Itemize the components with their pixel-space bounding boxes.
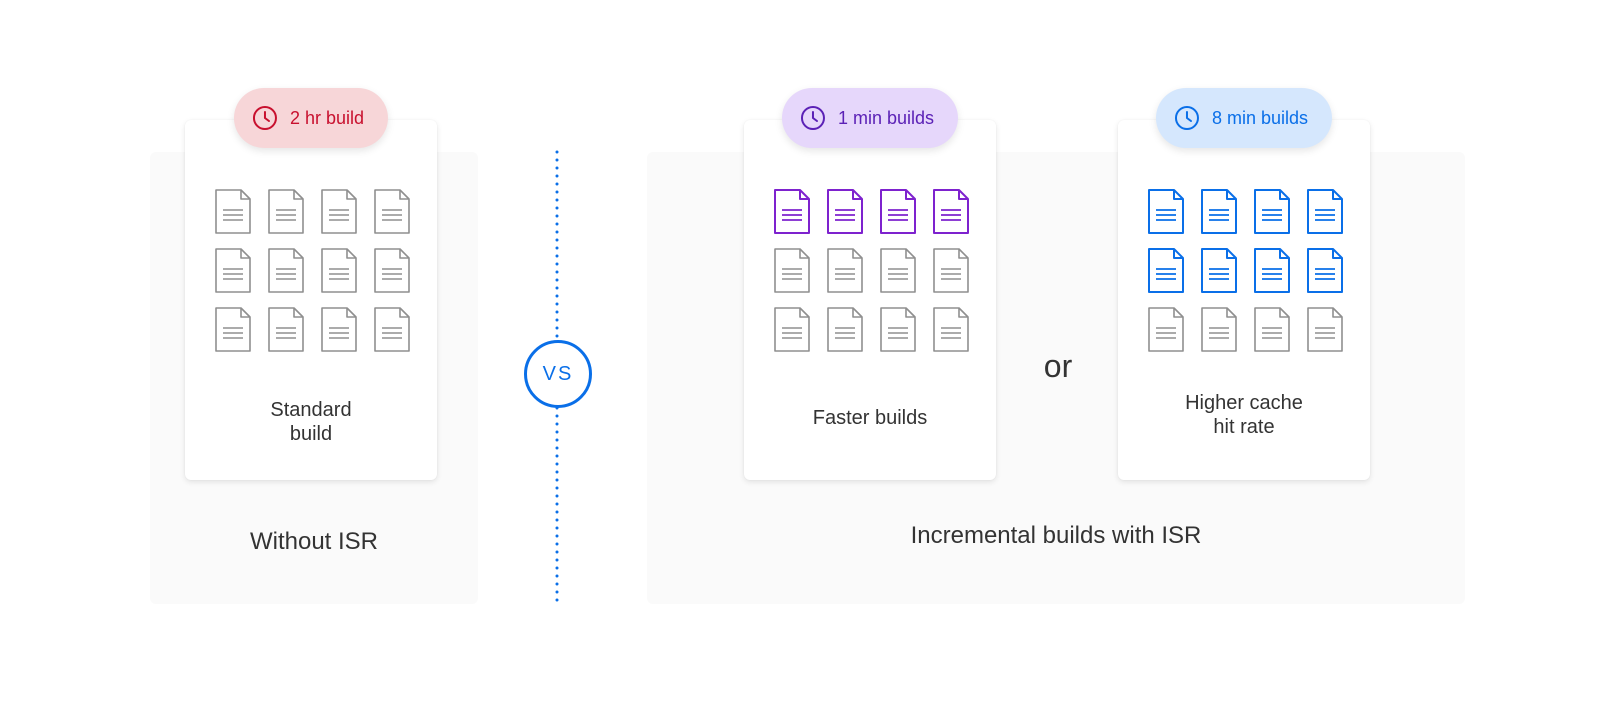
document-icon-highlighted bbox=[1254, 248, 1290, 293]
document-icon-highlighted bbox=[933, 189, 969, 234]
clock-icon bbox=[252, 106, 277, 130]
dotted-divider bbox=[555, 150, 559, 606]
document-icon bbox=[268, 248, 304, 293]
build-time-badge: 2 hr build bbox=[233, 88, 389, 148]
document-icon-highlighted bbox=[1148, 189, 1184, 234]
build-time-badge: 1 min builds bbox=[781, 88, 959, 148]
build-time-text: 1 min builds bbox=[837, 107, 935, 128]
document-icon bbox=[880, 248, 916, 293]
or-separator: or bbox=[1043, 348, 1073, 384]
build-time-text: 2 hr build bbox=[289, 107, 365, 128]
document-grid bbox=[214, 188, 411, 353]
document-icon bbox=[321, 248, 357, 293]
document-icon-highlighted bbox=[1307, 248, 1343, 293]
document-icon bbox=[268, 307, 304, 352]
document-icon-highlighted bbox=[880, 189, 916, 234]
faster-builds-card: 1 min builds Faster builds bbox=[744, 88, 996, 480]
cache-hit-card: 8 min builds Higher cache hit rate bbox=[1118, 88, 1370, 480]
document-icon bbox=[1254, 307, 1290, 352]
document-icon bbox=[321, 189, 357, 234]
card-label: Higher cache hit rate bbox=[1185, 392, 1303, 438]
document-icon bbox=[374, 189, 410, 234]
incremental-isr-label: Incremental builds with ISR bbox=[910, 522, 1202, 549]
build-time-text: 8 min builds bbox=[1211, 107, 1309, 128]
document-icon bbox=[774, 248, 810, 293]
document-icon bbox=[880, 307, 916, 352]
document-icon bbox=[374, 248, 410, 293]
document-grid bbox=[1147, 188, 1344, 353]
document-icon bbox=[1307, 307, 1343, 352]
card-label: Faster builds bbox=[812, 407, 928, 429]
standard-build-card: 2 hr build Standard build bbox=[185, 88, 437, 480]
document-icon bbox=[933, 307, 969, 352]
document-icon bbox=[827, 248, 863, 293]
document-icon bbox=[215, 189, 251, 234]
clock-icon bbox=[800, 106, 825, 130]
document-icon bbox=[774, 307, 810, 352]
document-icon-highlighted bbox=[1148, 248, 1184, 293]
document-icon-highlighted bbox=[827, 189, 863, 234]
document-icon-highlighted bbox=[774, 189, 810, 234]
document-icon bbox=[268, 189, 304, 234]
without-isr-label: Without ISR bbox=[249, 528, 379, 555]
clock-icon bbox=[1174, 106, 1199, 130]
document-icon bbox=[374, 307, 410, 352]
document-icon-highlighted bbox=[1254, 189, 1290, 234]
document-icon-highlighted bbox=[1201, 189, 1237, 234]
document-icon bbox=[827, 307, 863, 352]
vs-badge: VS bbox=[524, 340, 592, 408]
document-icon bbox=[215, 307, 251, 352]
document-icon bbox=[1148, 307, 1184, 352]
build-time-badge: 8 min builds bbox=[1155, 88, 1333, 148]
card-label: Standard build bbox=[270, 399, 352, 445]
document-icon-highlighted bbox=[1201, 248, 1237, 293]
document-icon bbox=[321, 307, 357, 352]
document-icon bbox=[215, 248, 251, 293]
document-icon bbox=[1201, 307, 1237, 352]
document-icon-highlighted bbox=[1307, 189, 1343, 234]
document-icon bbox=[933, 248, 969, 293]
document-grid bbox=[773, 188, 970, 353]
